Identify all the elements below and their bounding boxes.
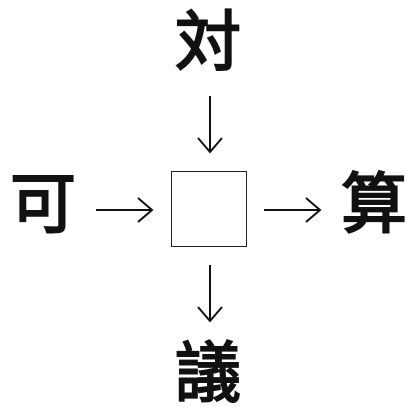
arrow-right-icon — [264, 197, 322, 223]
arrow-right-icon — [96, 197, 154, 223]
top-kanji: 対 — [175, 3, 241, 81]
arrow-down-icon — [197, 265, 223, 323]
arrow-down-icon — [197, 96, 223, 154]
answer-box[interactable] — [171, 171, 247, 247]
left-kanji: 可 — [10, 165, 76, 243]
right-kanji: 算 — [341, 165, 407, 243]
bottom-kanji: 議 — [175, 334, 241, 412]
